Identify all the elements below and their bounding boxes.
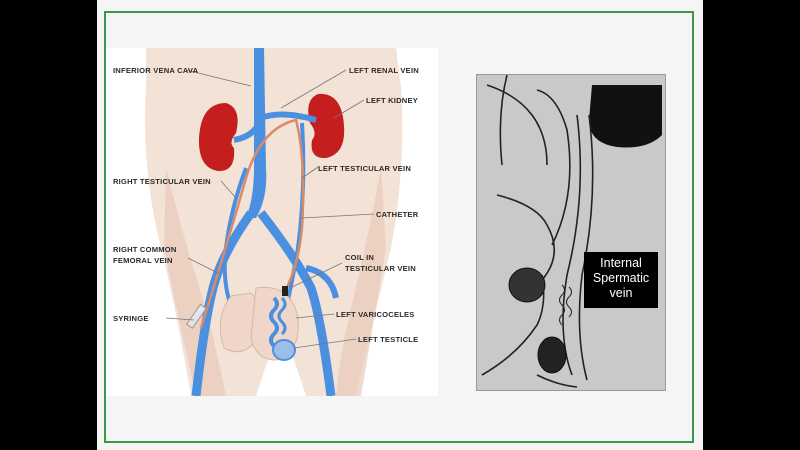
sketch-plexus [566, 286, 572, 318]
right-kidney [198, 103, 238, 172]
label-inferior-vena-cava: INFERIOR VENA CAVA [113, 66, 199, 75]
anatomy-drawing [145, 48, 403, 396]
label-catheter: CATHETER [376, 210, 419, 219]
coil-shape [282, 286, 288, 296]
leader-line [187, 257, 219, 274]
leader-line [220, 180, 237, 199]
sketch-testicle-lower [537, 336, 567, 374]
spermatic-vein-sketch [476, 74, 666, 391]
varicoceles [277, 296, 287, 336]
leader-line [301, 213, 375, 219]
vena-cava [246, 48, 267, 218]
label-left-varicoceles: LEFT VARICOCELES [336, 310, 415, 319]
label-left-testicle: LEFT TESTICLE [358, 335, 419, 344]
varicoceles [269, 296, 279, 348]
leader-line [333, 99, 365, 119]
label-testicular-vein: TESTICULAR VEIN [345, 264, 416, 273]
left-testicle-shape [272, 339, 296, 361]
leader-line [280, 69, 347, 109]
label-line-spermatic: Spermatic [592, 271, 650, 285]
label-right-common: RIGHT COMMON [113, 245, 177, 254]
catheter-line [199, 118, 305, 329]
dark-organ [589, 85, 662, 148]
torso-shading [336, 168, 386, 396]
varicocele-branch [305, 265, 339, 299]
sketch-vessel [499, 75, 508, 166]
label-left-testicular-vein: LEFT TESTICULAR VEIN [318, 164, 412, 173]
leader-line [301, 166, 319, 179]
left-testicular-vein [284, 122, 306, 309]
label-left-renal-vein: LEFT RENAL VEIN [349, 66, 419, 75]
label-line-vein: vein [609, 286, 633, 300]
torso-shading [164, 168, 226, 396]
anatomy-illustration [106, 48, 438, 396]
label-femoral-vein: FEMORAL VEIN [113, 256, 173, 265]
renal-vein [233, 111, 317, 143]
sketch-drawing [481, 75, 662, 388]
leader-line [185, 69, 252, 87]
internal-spermatic-vein-label: Internal Spermatic vein [584, 252, 658, 308]
leader-line [293, 338, 357, 349]
sketch-plexus [559, 284, 565, 326]
sketch-vessel [578, 114, 594, 381]
sketch-vessel [562, 114, 582, 376]
syringe-shape [185, 303, 207, 329]
leader-line [295, 313, 335, 319]
sketch-vessel [536, 374, 578, 388]
label-right-testicular-vein: RIGHT TESTICULAR VEIN [113, 177, 211, 186]
sketch-vessel [496, 194, 556, 291]
leg-gap [256, 328, 306, 396]
sketch-vessel [486, 84, 548, 166]
label-left-kidney: LEFT KIDNEY [366, 96, 418, 105]
label-coil-in: COIL IN [345, 253, 375, 262]
left-iliac-vein [257, 210, 336, 396]
sketch-testicle [508, 267, 546, 303]
label-line-internal: Internal [600, 256, 642, 270]
slide-frame [104, 11, 694, 443]
leader-line [165, 317, 195, 321]
left-kidney [308, 93, 345, 159]
leader-line [289, 262, 343, 289]
sketch-vessel [536, 89, 571, 246]
label-syringe: SYRINGE [113, 314, 149, 323]
